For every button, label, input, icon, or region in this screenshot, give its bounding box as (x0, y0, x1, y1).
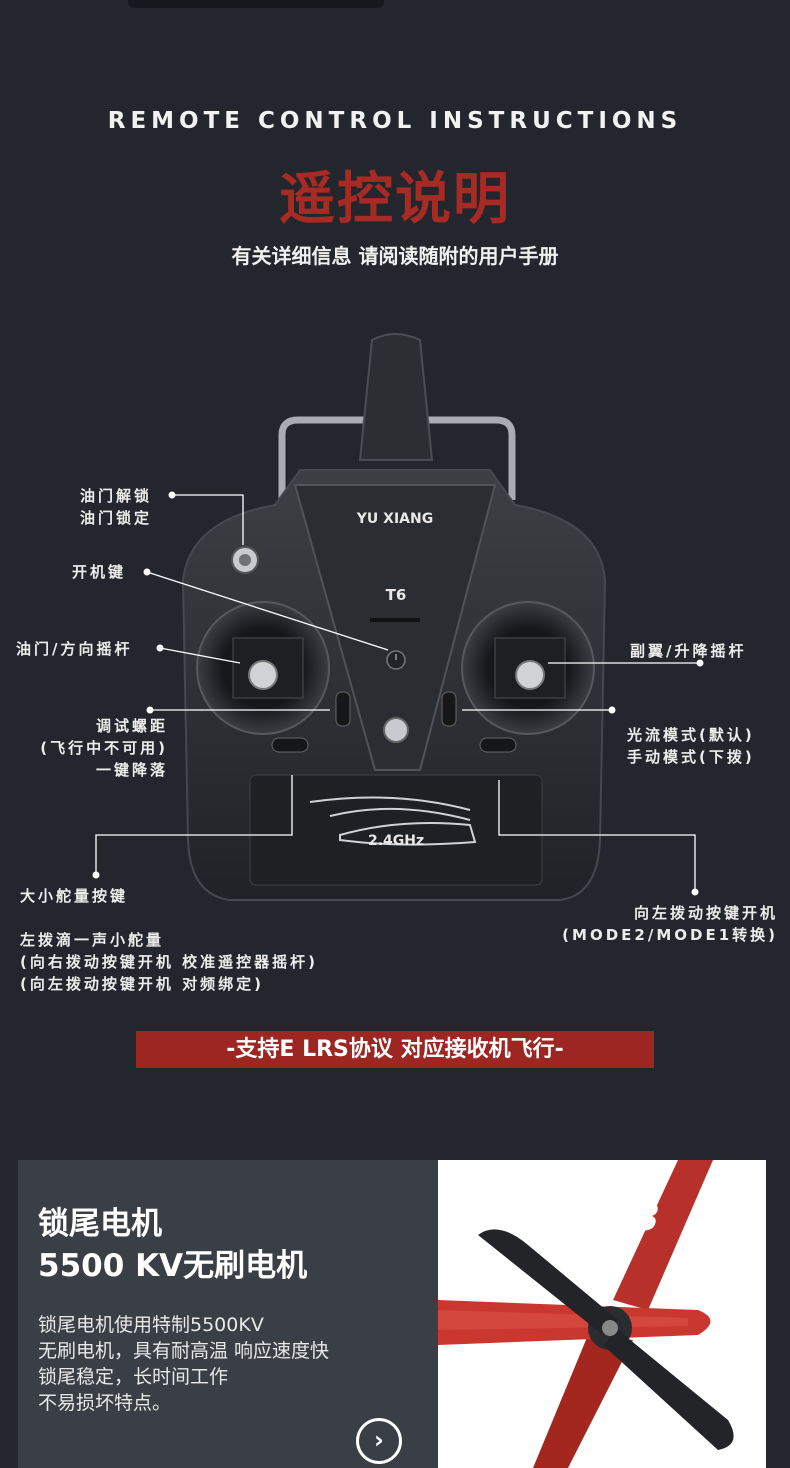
lower-panel (249, 774, 543, 886)
center-button[interactable] (383, 717, 409, 743)
label-flow-mode: 光流模式(默认) (627, 726, 755, 744)
antenna (358, 333, 434, 461)
feature-desc-line: 不易损坏特点。 (38, 1392, 172, 1414)
feature-desc-line: 锁尾电机使用特制5500KV (38, 1314, 264, 1336)
band-text: 2.4GHz (368, 833, 424, 849)
label-manual-mode: 手动模式(下拨) (627, 748, 755, 766)
label-left-stick: 油门/方向摇杆 (16, 640, 133, 658)
chevron-right-icon[interactable]: › (356, 1418, 402, 1464)
section-title-english: REMOTE CONTROL INSTRUCTIONS (107, 108, 683, 134)
label-volume-key: 大小舵量按键 (20, 887, 129, 905)
label-mode-2: (MODE2/MODE1转换) (562, 926, 778, 944)
label-trim-2: (飞行中不可用) (40, 739, 168, 757)
label-power-key: 开机键 (72, 563, 127, 581)
top-edge-bar (128, 0, 384, 8)
right-stick[interactable] (515, 660, 545, 690)
feature-title-1: 锁尾电机 (38, 1206, 162, 1242)
section-subtitle: 有关详细信息 请阅读随附的用户手册 (231, 244, 559, 268)
elrs-banner: -支持E LRS协议 对应接收机飞行- (136, 1031, 654, 1068)
label-mode-1: 向左拨动按键开机 (633, 904, 778, 922)
brand-text: YU XIANG (356, 511, 433, 527)
section-title-chinese: 遥控说明 (279, 167, 511, 232)
label-volume-note-3: (向左拨动按键开机 对频绑定) (20, 975, 264, 993)
label-throttle-lock: 油门锁定 (80, 509, 153, 527)
label-right-stick: 副翼/升降摇杆 (630, 642, 747, 660)
flow-mode-switch[interactable] (441, 691, 457, 727)
tail-motor-photo: 8 (438, 1160, 766, 1468)
left-stick[interactable] (248, 660, 278, 690)
pitch-switch[interactable] (335, 691, 351, 727)
label-volume-note-2: (向右拨动按键开机 校准遥控器摇杆) (20, 953, 318, 971)
feature-desc-line: 锁尾稳定，长时间工作 (38, 1366, 229, 1388)
tail-motor-graphic: 8 (438, 1160, 734, 1468)
feature-panel: 锁尾电机 5500 KV无刷电机 锁尾电机使用特制5500KV 无刷电机，具有耐… (18, 1160, 438, 1468)
helicopter-graphic (309, 796, 477, 846)
label-trim-3: 一键降落 (95, 761, 168, 779)
feature-description: 锁尾电机使用特制5500KV 无刷电机，具有耐高温 响应速度快 锁尾稳定，长时间… (38, 1312, 329, 1416)
label-throttle-unlock: 油门解锁 (80, 487, 153, 505)
remote-controller-illustration: YU XIANG T6 2.4GHz (92, 333, 704, 901)
label-volume-note-1: 左拨滴一声小舵量 (20, 931, 165, 949)
model-text: T6 (386, 586, 407, 604)
center-panel (293, 484, 497, 771)
mode-toggle[interactable] (479, 737, 517, 753)
feature-title-2: 5500 KV无刷电机 (38, 1248, 308, 1284)
label-trim-1: 调试螺距 (95, 717, 168, 735)
feature-desc-line: 无刷电机，具有耐高温 响应速度快 (38, 1340, 330, 1362)
volume-toggle[interactable] (271, 737, 309, 753)
